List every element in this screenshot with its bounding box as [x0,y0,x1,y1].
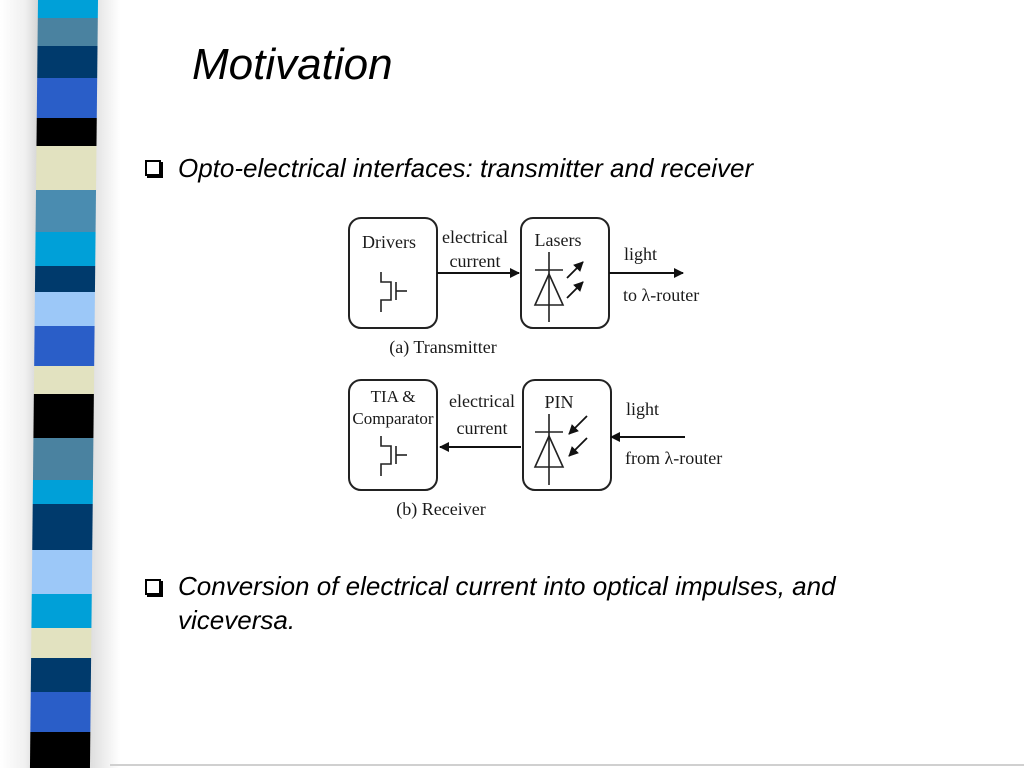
rx-router-label: from λ-router [625,448,722,468]
decorative-stripe [31,550,93,594]
drivers-label: Drivers [362,232,416,252]
pin-incident-arrow [568,415,588,435]
decorative-stripe [32,480,93,504]
photodiode-icon [533,414,565,485]
decorative-stripe [34,326,95,366]
laser-emission-arrow [566,261,584,279]
decorative-stripe [31,628,92,658]
transistor-icon [380,272,407,312]
decorative-stripe [30,692,91,732]
drivers-block: Drivers [348,217,438,329]
decorative-stripe [36,146,97,190]
transmitter-caption: (a) Transmitter [389,337,497,358]
pin-incident-arrow [568,437,588,457]
opto-interface-diagram: Drivers electrical current Lasers [348,217,722,520]
tia-label: TIA & [371,387,416,406]
laser-emission-arrow [566,281,584,299]
decorative-stripe [36,118,97,146]
tx-router-label: to λ-router [623,285,699,305]
bottom-rule [110,764,1024,766]
receiver-caption: (b) Receiver [396,499,485,520]
lasers-block: Lasers [520,217,610,329]
bullet-text-conversion: Conversion of electrical current into op… [178,571,836,635]
transistor-icon [380,436,407,476]
decorative-stripe [34,266,96,292]
tx-current-label: current [450,251,501,271]
decorative-stripe [33,394,94,438]
laser-diode-icon [533,252,565,322]
decorative-stripe [34,292,95,326]
decorative-stripe [37,0,98,18]
decorative-stripe-column [29,0,98,768]
decorative-stripe [37,18,98,46]
decorative-stripe [32,504,93,550]
bullet-text-interfaces: Opto-electrical interfaces: transmitter … [178,153,754,183]
pin-label: PIN [544,392,573,412]
decorative-stripe [30,658,92,692]
comparator-label: Comparator [352,409,434,428]
decorative-stripe [32,438,94,480]
decorative-stripe [35,190,97,232]
pin-block: PIN [522,379,612,491]
decorative-stripe [31,594,92,628]
decorative-stripe [35,232,96,266]
tia-comparator-block: TIA & Comparator [348,379,438,491]
tx-electrical-label: electrical [442,227,508,247]
transmitter-section: Drivers electrical current Lasers [348,217,699,358]
rx-electrical-label: electrical [449,391,515,411]
tx-light-label: light [624,244,657,264]
decorative-stripe [36,78,98,118]
decorative-stripe [29,732,91,768]
decorative-stripe [37,46,98,78]
rx-light-label: light [626,399,659,419]
rx-current-label: current [457,418,508,438]
receiver-section: TIA & Comparator electrical current PIN [348,379,722,520]
lasers-label: Lasers [535,230,582,250]
decorative-stripe [33,366,95,394]
bullet-square-icon [145,579,163,597]
slide-title: Motivation [192,40,393,89]
bullet-square-icon [145,160,163,178]
